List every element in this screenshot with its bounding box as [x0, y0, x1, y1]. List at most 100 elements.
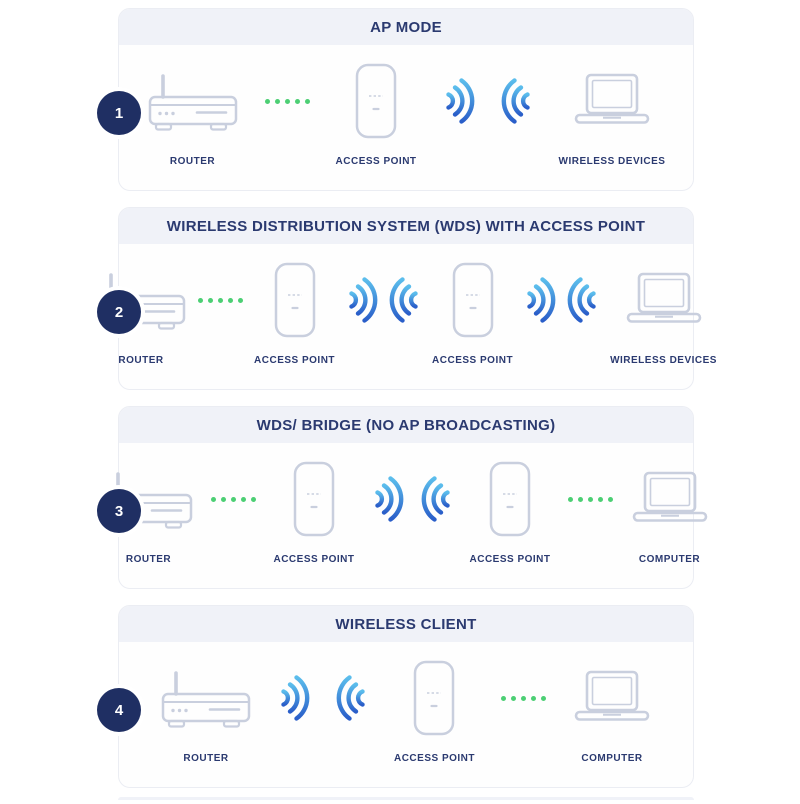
- router-icon: [161, 671, 251, 728]
- device-label: ACCESS POINT: [469, 554, 551, 565]
- panel-3: 3 WDS/ BRIDGE (NO AP BROADCASTING) ROUTE…: [97, 406, 707, 589]
- icon-slot: [346, 254, 378, 346]
- icon-slot: [211, 453, 257, 545]
- access-point-icon: [452, 262, 493, 338]
- panel-body: ROUTER ACCESS POINT ACCESS POINT COMPUTE…: [104, 443, 707, 589]
- access-point-icon: [293, 461, 335, 537]
- laptop-device: COMPUTER: [572, 652, 652, 765]
- icon-slot: [389, 254, 421, 346]
- dots-connector: [211, 453, 257, 545]
- panel-body: ROUTER ACCESS POINT WIRELESS DEVICES: [119, 45, 693, 191]
- panel-header: WDS/ BRIDGE (NO AP BROADCASTING): [119, 407, 693, 443]
- device-label: ACCESS POINT: [273, 554, 355, 565]
- device-label: ROUTER: [125, 554, 172, 565]
- next-section-edge: [118, 797, 694, 800]
- panel-title: WIRELESS DISTRIBUTION SYSTEM (WDS) WITH …: [166, 217, 646, 235]
- router-icon: [148, 74, 237, 131]
- icon-slot: [198, 254, 244, 346]
- laptop-icon: [574, 73, 650, 124]
- icon-slot: [336, 652, 368, 744]
- panel-title: AP MODE: [370, 18, 442, 36]
- wifi-waves-left-icon: [567, 277, 596, 323]
- icon-slot: [572, 55, 652, 147]
- device-label: COMPUTER: [638, 554, 701, 565]
- router-device: ROUTER: [147, 55, 239, 168]
- icon-slot: [411, 652, 457, 744]
- icon-slot: [353, 55, 399, 147]
- wired-link-dots-icon: [211, 496, 257, 502]
- icon-slot: [501, 55, 533, 147]
- panel-body: ROUTER ACCESS POINT ACCESS POINT: [96, 244, 716, 390]
- ap-device: ACCESS POINT: [432, 254, 513, 367]
- panel-header: AP MODE: [119, 9, 693, 45]
- panel-body: ROUTER ACCESS POINT COMPUTER: [119, 642, 693, 788]
- step-badge: 1: [97, 91, 141, 135]
- device-label: ROUTER: [169, 156, 216, 167]
- ap-device: ACCESS POINT: [254, 254, 335, 367]
- access-point-icon: [489, 461, 531, 537]
- icon-slot: [278, 652, 310, 744]
- panel-1: 1 AP MODE ROUTER ACCESS POINT: [97, 8, 694, 191]
- icon-slot: [272, 254, 318, 346]
- panel-title: WIRELESS CLIENT: [335, 615, 477, 633]
- wifi-right-connector: [443, 55, 475, 147]
- wifi-left-connector: [389, 254, 421, 346]
- icon-slot: [572, 652, 652, 744]
- icon-slot: [501, 652, 546, 744]
- device-label: ROUTER: [118, 355, 164, 366]
- ap-device: ACCESS POINT: [336, 55, 417, 168]
- wifi-right-connector: [524, 254, 556, 346]
- icon-slot: [160, 652, 252, 744]
- icon-slot: [291, 453, 337, 545]
- access-point-icon: [355, 63, 397, 139]
- wifi-right-connector: [372, 453, 404, 545]
- wired-link-dots-icon: [501, 695, 546, 701]
- icon-slot: [372, 453, 404, 545]
- laptop-device: WIRELESS DEVICES: [610, 254, 717, 367]
- panel-2: 2 WIRELESS DISTRIBUTION SYSTEM (WDS) WIT…: [96, 207, 716, 390]
- icon-slot: [524, 254, 556, 346]
- panel-header: WIRELESS CLIENT: [119, 606, 693, 642]
- wifi-waves-left-icon: [421, 476, 450, 522]
- step-badge: 4: [97, 688, 141, 732]
- icon-slot: [567, 254, 599, 346]
- icon-slot: [421, 453, 453, 545]
- ap-device: ACCESS POINT: [470, 453, 551, 566]
- icon-slot: [443, 55, 475, 147]
- device-label: ACCESS POINT: [335, 156, 417, 167]
- icon-slot: [147, 55, 239, 147]
- dots-connector: [501, 652, 546, 744]
- panel-header: WIRELESS DISTRIBUTION SYSTEM (WDS) WITH …: [119, 208, 693, 244]
- device-label: ACCESS POINT: [393, 753, 475, 764]
- icon-slot: [264, 55, 310, 147]
- laptop-icon: [626, 272, 701, 323]
- ap-device: ACCESS POINT: [394, 652, 475, 765]
- laptop-icon: [574, 670, 650, 721]
- panel-4: 4 WIRELESS CLIENT ROUTER ACCESS POINT: [97, 605, 694, 788]
- wifi-waves-right-icon: [349, 277, 378, 323]
- icon-slot: [450, 254, 496, 346]
- panel-title: WDS/ BRIDGE (NO AP BROADCASTING): [256, 416, 556, 434]
- wifi-waves-right-icon: [527, 277, 556, 323]
- wifi-left-connector: [567, 254, 599, 346]
- icon-slot: [487, 453, 533, 545]
- wifi-waves-right-icon: [445, 78, 474, 124]
- laptop-icon: [632, 471, 707, 522]
- laptop-device: COMPUTER: [630, 453, 710, 566]
- icon-slot: [624, 254, 704, 346]
- step-badge: 3: [97, 489, 141, 533]
- wifi-waves-left-icon: [389, 277, 418, 323]
- wifi-waves-right-icon: [374, 476, 403, 522]
- wired-link-dots-icon: [264, 98, 310, 104]
- wired-link-dots-icon: [198, 297, 244, 303]
- ap-device: ACCESS POINT: [273, 453, 354, 566]
- router-device: ROUTER: [160, 652, 252, 765]
- dots-connector: [198, 254, 244, 346]
- wifi-right-connector: [278, 652, 310, 744]
- icon-slot: [567, 453, 613, 545]
- device-label: COMPUTER: [581, 753, 643, 764]
- wifi-waves-left-icon: [501, 78, 530, 124]
- panels-container: 1 AP MODE ROUTER ACCESS POINT: [96, 8, 716, 804]
- laptop-device: WIRELESS DEVICES: [559, 55, 666, 168]
